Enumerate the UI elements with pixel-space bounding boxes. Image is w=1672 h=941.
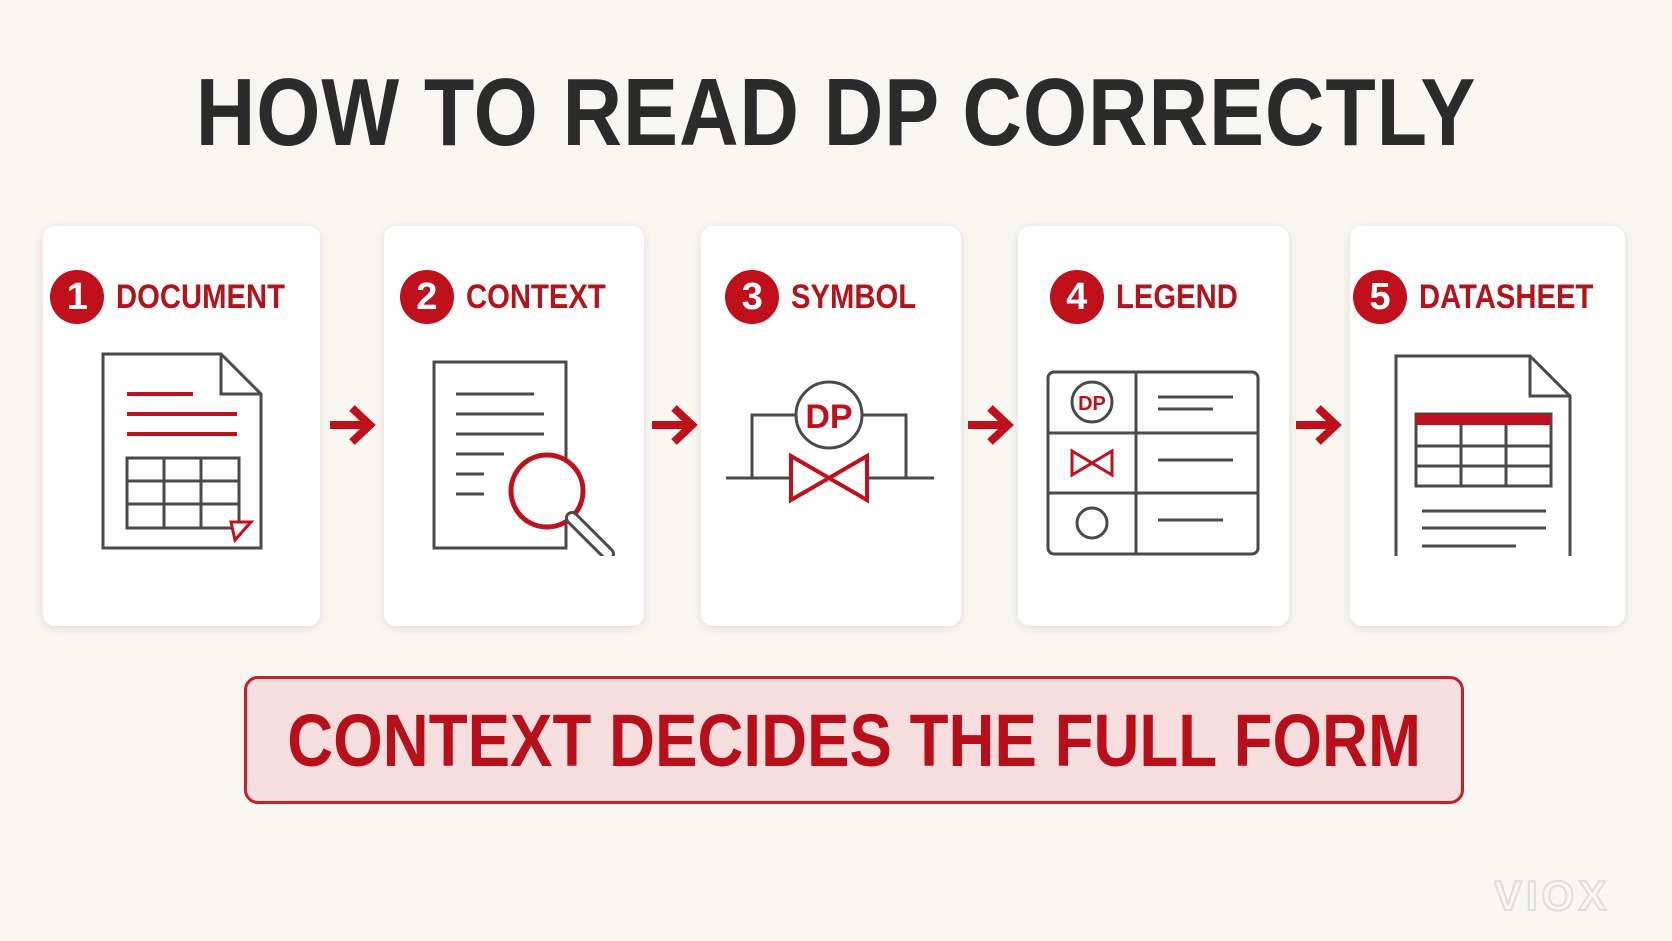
step-number-badge: 4 [1049,270,1104,324]
step-number-badge: 5 [1353,270,1408,324]
step-header: 4 LEGEND [1018,270,1289,324]
step-card-datasheet: 5 DATASHEET [1350,226,1625,626]
step-header: 5 DATASHEET [1350,270,1625,324]
viox-watermark-logo: VIOX [1494,874,1610,918]
legend-table-icon: DP [1046,370,1260,556]
watermark-text: VIOX [1494,874,1610,918]
symbol-tag-text: DP [805,398,852,436]
datasheet-icon [1394,354,1572,556]
step-label: SYMBOL [791,277,917,316]
document-table-icon [101,352,263,550]
step-label: CONTEXT [465,277,606,316]
banner-text: CONTEXT DECIDES THE FULL FORM [287,698,1421,782]
step-card-context: 2 CONTEXT [384,226,644,626]
step-header: 2 CONTEXT [384,270,644,324]
step-number-badge: 1 [50,270,105,324]
step-label: DOCUMENT [116,277,286,316]
arrow-right-icon [330,405,376,445]
step-header: 1 DOCUMENT [43,270,320,324]
step-label: DATASHEET [1419,277,1594,316]
step-card-document: 1 DOCUMENT [43,226,320,626]
page-title: HOW TO READ DP CORRECTLY [195,59,1477,166]
step-number-badge: 3 [725,270,780,324]
step-number-badge: 2 [399,270,454,324]
step-card-symbol: 3 SYMBOL DP [701,226,961,626]
conclusion-banner: CONTEXT DECIDES THE FULL FORM [244,676,1464,804]
arrow-right-icon [968,405,1014,445]
step-header: 3 SYMBOL [701,270,961,324]
dp-valve-symbol-icon: DP [726,380,934,504]
legend-tag-text: DP [1078,393,1106,415]
step-card-legend: 4 LEGEND DP [1018,226,1289,626]
document-magnifier-icon [432,360,615,556]
arrow-right-icon [652,405,698,445]
step-label: LEGEND [1115,277,1238,316]
arrow-right-icon [1296,405,1342,445]
